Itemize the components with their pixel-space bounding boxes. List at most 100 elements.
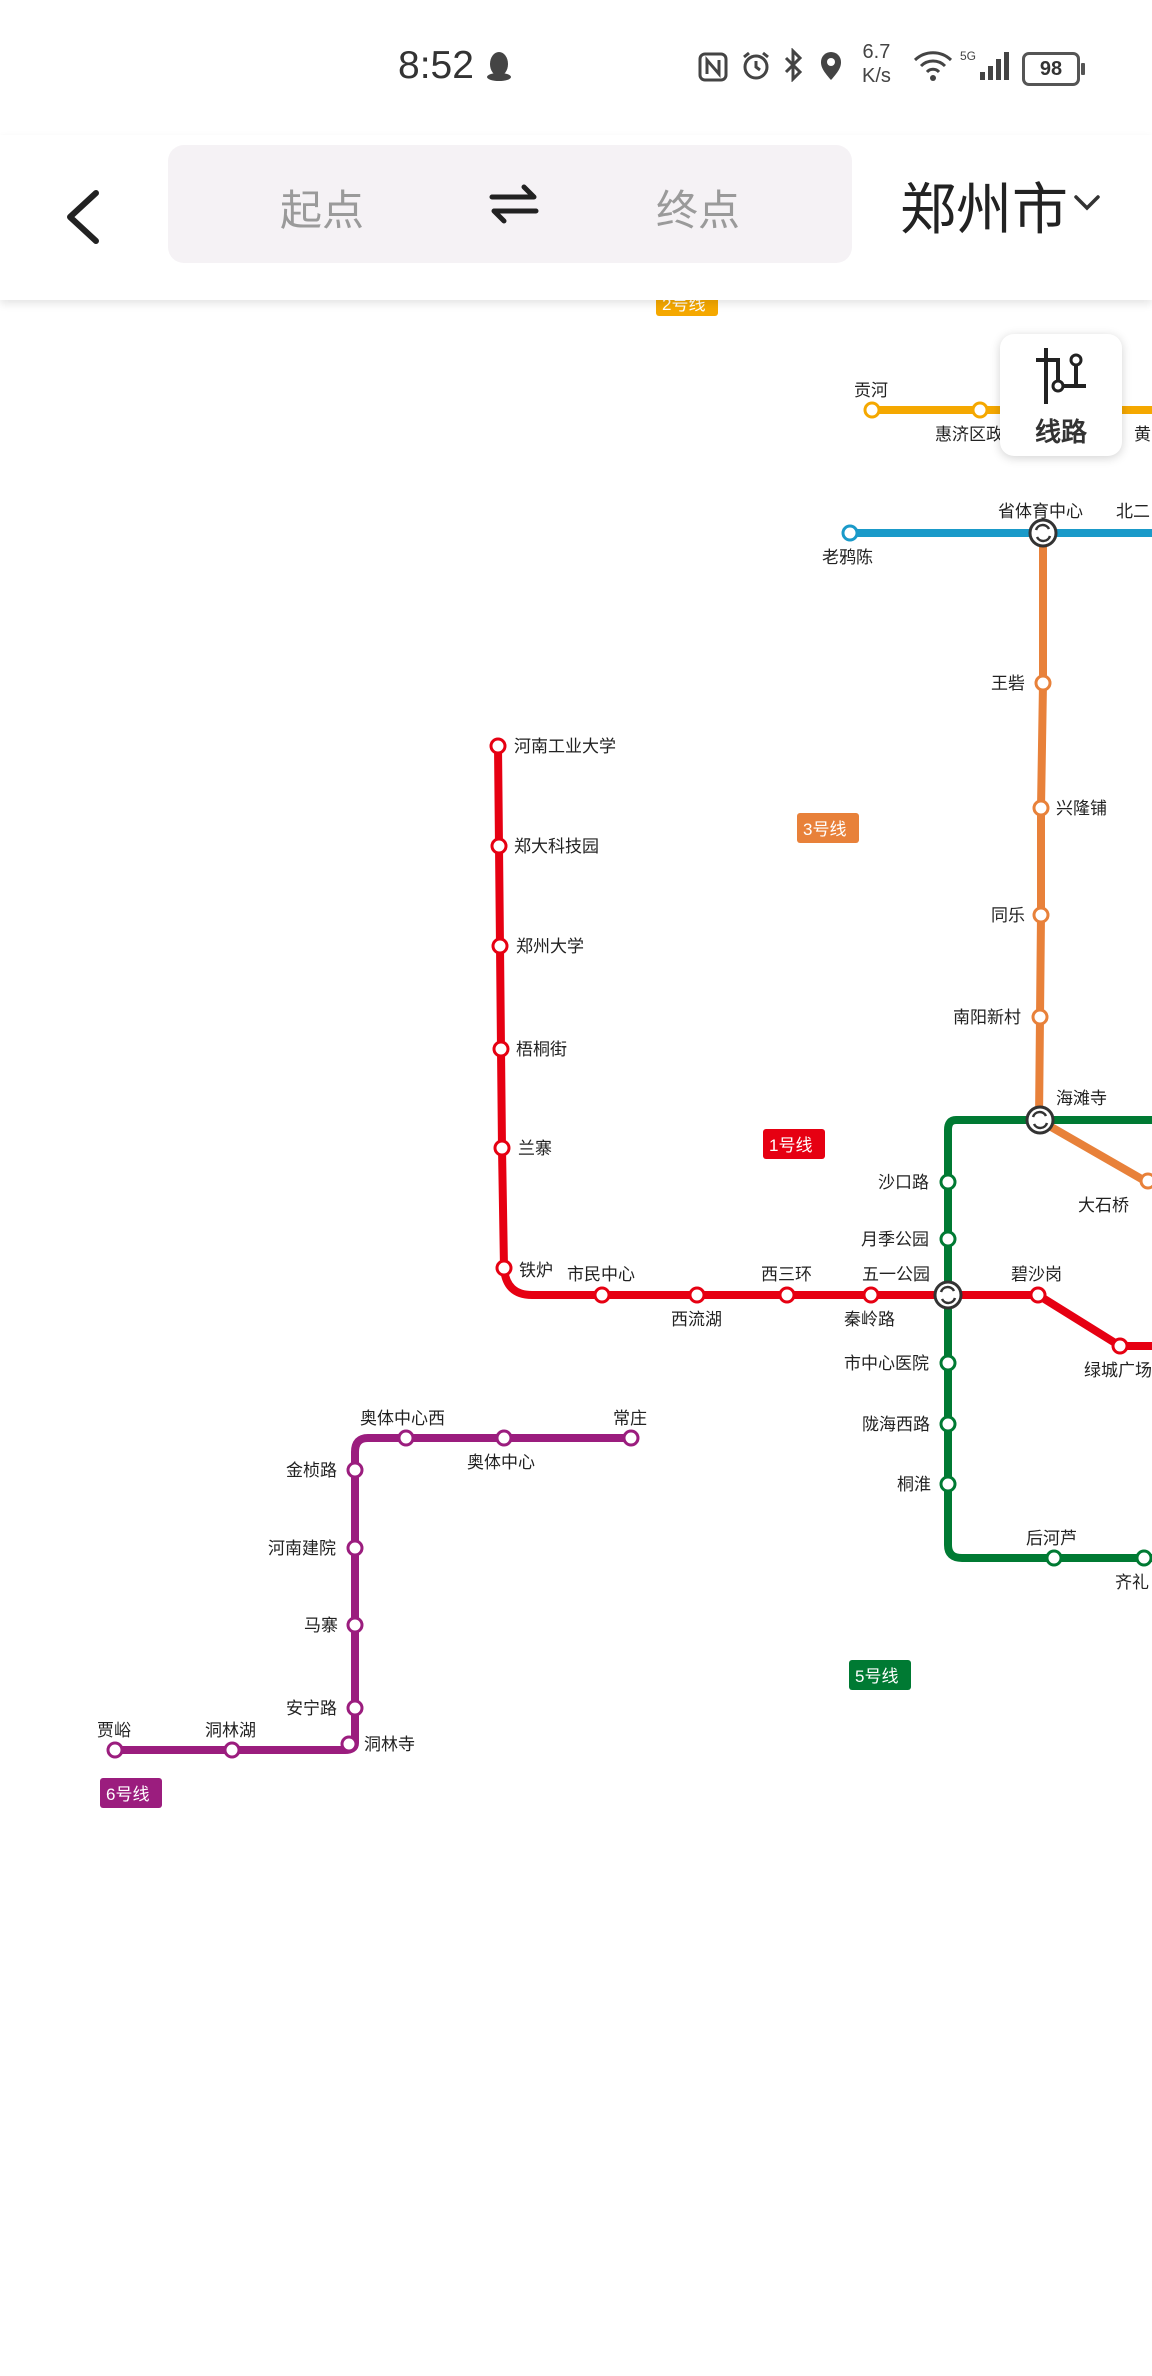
station-bishagang[interactable] xyxy=(1029,1286,1047,1304)
station-wutongjie[interactable] xyxy=(492,1040,510,1058)
station-zhengzhoudaxue[interactable] xyxy=(491,937,509,955)
station-zhengdakeji[interactable] xyxy=(490,837,508,855)
station-huiji[interactable] xyxy=(971,401,989,419)
label-haitansi: 海滩寺 xyxy=(1056,1089,1107,1108)
start-point-input[interactable]: 起点 xyxy=(280,187,365,234)
wifi-icon xyxy=(913,51,953,81)
station-henanjianyuan[interactable] xyxy=(346,1539,364,1557)
signal-icon: 5G xyxy=(960,49,1009,80)
line-6[interactable]: 常庄 奥体中心 奥体中心西 金桢路 河南建院 马寨 安宁路 洞林寺 洞林湖 贾峪… xyxy=(97,1409,647,1808)
station-mazhai[interactable] xyxy=(346,1616,364,1634)
back-button[interactable] xyxy=(58,175,118,255)
station-xisanhuan[interactable] xyxy=(778,1286,796,1304)
route-button[interactable]: 线路 xyxy=(1000,334,1122,456)
station-dashiqiao[interactable] xyxy=(1139,1172,1152,1190)
station-nanyang[interactable] xyxy=(1031,1008,1049,1026)
label-gonghe: 贡河 xyxy=(854,381,888,400)
label-shengtiyu: 省体育中心 xyxy=(998,502,1083,521)
label-anninglu: 安宁路 xyxy=(286,1699,337,1718)
station-anninglu[interactable] xyxy=(346,1699,364,1717)
station-laoyachen[interactable] xyxy=(841,524,859,542)
label-wuyigongyuan: 五一公园 xyxy=(862,1265,930,1284)
label-mazhai: 马寨 xyxy=(304,1616,338,1635)
station-jinzhenlu[interactable] xyxy=(346,1461,364,1479)
transfer-station-haitansi[interactable]: 海滩寺 xyxy=(1025,1089,1107,1135)
station-shiminzhongxin[interactable] xyxy=(593,1286,611,1304)
label-yuejigongyuan: 月季公园 xyxy=(861,1230,929,1249)
svg-text:5G: 5G xyxy=(960,49,976,63)
swap-button[interactable] xyxy=(486,179,542,229)
label-jiayu: 贾峪 xyxy=(97,1721,131,1740)
status-bar: 8:52 6.7 K/s 5G 98 xyxy=(0,0,1152,135)
label-laoyachen: 老鸦陈 xyxy=(822,548,873,567)
label-qinlinglu: 秦岭路 xyxy=(844,1310,895,1329)
label-wutongjie: 梧桐街 xyxy=(516,1040,567,1059)
station-henangongye[interactable] xyxy=(489,737,507,755)
line-6-badge[interactable] xyxy=(100,1778,162,1808)
qq-penguin-icon xyxy=(487,52,511,81)
station-shakoulu[interactable] xyxy=(939,1173,957,1191)
station-houhelu[interactable] xyxy=(1045,1549,1063,1567)
transfer-icon xyxy=(939,1285,957,1305)
station-aotizhongxin[interactable] xyxy=(495,1429,513,1447)
label-zhengzhoudaxue: 郑州大学 xyxy=(516,937,584,956)
line-5[interactable]: 沙口路 月季公园 市中心医院 陇海西路 桐淮 后河芦 齐礼 5号线 xyxy=(844,1116,1152,1690)
station-lvcheng[interactable] xyxy=(1111,1337,1129,1355)
station-lanzhai[interactable] xyxy=(493,1139,511,1157)
label-henanjianyuan: 河南建院 xyxy=(268,1539,336,1558)
line-blue[interactable]: 老鸦陈 省体育中心 北二 xyxy=(822,502,1152,567)
label-aotizhongxin: 奥体中心 xyxy=(467,1453,535,1472)
route-search-header: 起点 终点 郑州市 xyxy=(0,135,1152,300)
route-search-box: 起点 终点 xyxy=(168,145,852,263)
station-aotizhongxinxi[interactable] xyxy=(397,1429,415,1447)
line-3[interactable]: 王砦 兴隆铺 同乐 南阳新村 大石桥 3号线 xyxy=(797,533,1152,1215)
transfer-station-shengtiyu[interactable] xyxy=(1028,518,1058,548)
station-qili[interactable] xyxy=(1135,1549,1152,1567)
station-yuejigongyuan[interactable] xyxy=(939,1230,957,1248)
station-wangzhuang[interactable] xyxy=(1034,674,1052,692)
line-6-track xyxy=(115,1434,631,1754)
network-speed: 6.7 K/s xyxy=(862,41,891,87)
station-changzhuang[interactable] xyxy=(622,1429,640,1447)
station-xiliuhu[interactable] xyxy=(688,1286,706,1304)
label-houhelu: 后河芦 xyxy=(1026,1529,1077,1548)
station-xinglongpu[interactable] xyxy=(1032,799,1050,817)
city-selector[interactable]: 郑州市 xyxy=(900,178,1068,241)
label-tonghuai: 桐淮 xyxy=(897,1475,931,1494)
station-gonghe[interactable] xyxy=(863,401,881,419)
transfer-station-wuyigongyuan[interactable] xyxy=(933,1280,963,1310)
line-5-track xyxy=(944,1116,1152,1562)
label-huang: 黄 xyxy=(1134,425,1151,444)
label-shakoulu: 沙口路 xyxy=(878,1173,929,1192)
chevron-down-icon[interactable] xyxy=(1072,193,1102,213)
label-tongle: 同乐 xyxy=(991,906,1025,925)
station-jiayu[interactable] xyxy=(106,1741,124,1759)
label-lvcheng: 绿城广场 xyxy=(1084,1361,1152,1380)
line-1-badge[interactable] xyxy=(763,1129,825,1159)
station-tonghuai[interactable] xyxy=(939,1475,957,1493)
label-tielu: 铁炉 xyxy=(519,1261,553,1280)
line-1[interactable]: 河南工业大学 郑大科技园 郑州大学 梧桐街 兰寨 铁炉 市民中心 西流湖 西三环… xyxy=(489,737,1152,1380)
station-shizhongxinyiyuan[interactable] xyxy=(939,1354,957,1372)
station-longhaixilu[interactable] xyxy=(939,1415,957,1433)
station-tongle[interactable] xyxy=(1032,906,1050,924)
station-qinlinglu[interactable] xyxy=(862,1286,880,1304)
line-3-badge[interactable] xyxy=(797,813,859,843)
label-xinglongpu: 兴隆铺 xyxy=(1056,799,1107,818)
station-donglinsi[interactable] xyxy=(340,1735,358,1753)
label-donglinsi: 洞林寺 xyxy=(364,1735,415,1754)
line-5-badge[interactable] xyxy=(849,1660,911,1690)
end-point-input[interactable]: 终点 xyxy=(656,187,741,234)
label-changzhuang: 常庄 xyxy=(613,1409,647,1428)
transfer-icon xyxy=(1034,523,1052,543)
chevron-left-icon xyxy=(67,190,99,244)
station-tielu[interactable] xyxy=(495,1259,513,1277)
nfc-icon xyxy=(698,52,728,82)
location-icon xyxy=(821,52,841,80)
label-wangzhuang: 王砦 xyxy=(991,674,1025,693)
label-lanzhai: 兰寨 xyxy=(518,1139,552,1158)
station-donglinhu[interactable] xyxy=(223,1741,241,1759)
label-xiliuhu: 西流湖 xyxy=(671,1310,722,1329)
label-longhaixilu: 陇海西路 xyxy=(862,1415,930,1434)
